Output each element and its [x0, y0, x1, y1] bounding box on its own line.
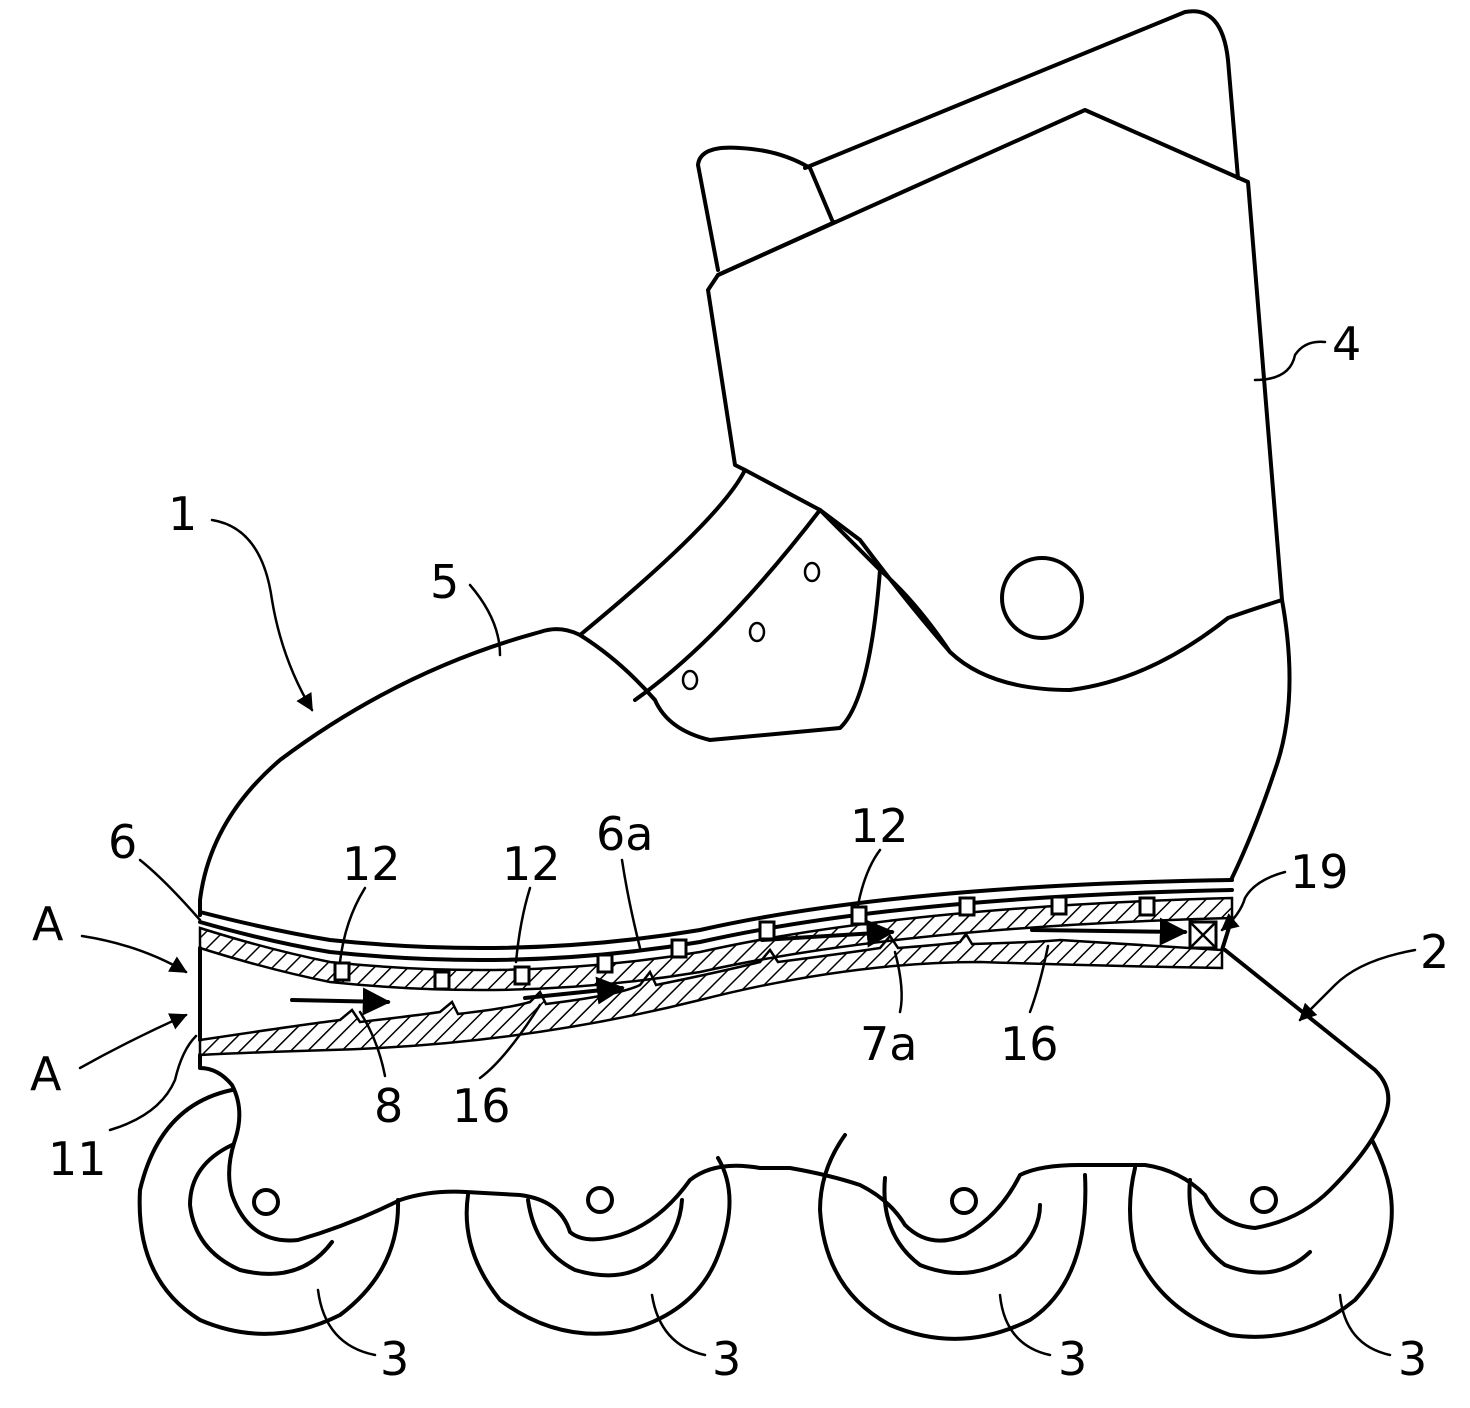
label-vent-3: 12 [850, 799, 909, 853]
label-wheel-1: 3 [380, 1332, 409, 1386]
boot [200, 11, 1290, 915]
label-channel: 7a [860, 1017, 917, 1071]
label-cuff: 4 [1332, 317, 1361, 371]
label-chassis: 2 [1420, 925, 1449, 979]
lace-panel-line [635, 510, 820, 700]
cuff-rivet [1002, 558, 1082, 638]
outlet-box [1190, 922, 1216, 948]
label-sole-layer: 6a [596, 807, 653, 861]
label-outlet: 19 [1290, 845, 1349, 899]
label-vent-1: 12 [342, 837, 401, 891]
lace-panel [580, 470, 880, 740]
label-air-in-2: A [30, 1047, 62, 1101]
label-skate: 1 [168, 487, 197, 541]
eyelet-3 [683, 671, 697, 689]
label-inlet: 11 [48, 1132, 107, 1186]
label-fin-1: 16 [452, 1079, 511, 1133]
label-wheel-3: 3 [1058, 1332, 1087, 1386]
liner-collar [805, 11, 1238, 178]
label-air-in-1: A [32, 897, 64, 951]
axle-4 [1252, 1188, 1276, 1212]
axle-3 [952, 1189, 976, 1213]
wheels [140, 1090, 1392, 1339]
axle-2 [588, 1188, 612, 1212]
shell-heel [1232, 600, 1290, 878]
axle-1 [254, 1190, 278, 1214]
label-wheel-2: 3 [712, 1332, 741, 1386]
label-sole-top: 6 [108, 815, 137, 869]
wheel-2 [467, 1158, 730, 1334]
label-vent-2: 12 [502, 837, 561, 891]
cuff [708, 110, 1282, 690]
eyelet-2 [750, 623, 764, 641]
label-shell: 5 [430, 555, 459, 609]
label-wheel-4: 3 [1398, 1332, 1427, 1386]
label-fin-2: 16 [1000, 1017, 1059, 1071]
label-passage: 8 [374, 1079, 403, 1133]
eyelet-1 [805, 563, 819, 581]
cuff-strap [718, 222, 835, 275]
